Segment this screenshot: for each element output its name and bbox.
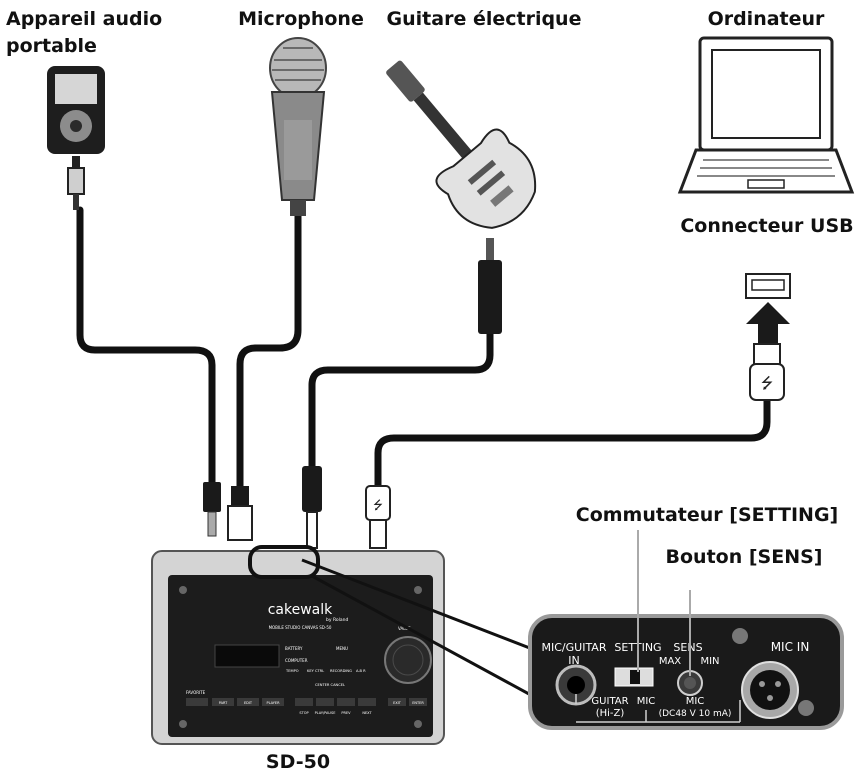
enter-button[interactable]	[409, 698, 427, 706]
favorite-button[interactable]	[186, 698, 208, 706]
microphone-icon	[269, 37, 327, 216]
brand-sub: by Roland	[326, 617, 348, 623]
input-area-highlight	[248, 545, 320, 579]
mode-button-row: TEMPO KEY CTRL RECORDING A-B R	[285, 669, 366, 673]
microphone-cable	[236, 212, 302, 490]
mic-in-label: MIC IN	[771, 640, 810, 654]
usb-cable	[374, 394, 771, 490]
screw	[414, 586, 422, 594]
mic-phantom-label: MIC	[686, 696, 705, 707]
lcd-display	[214, 644, 280, 668]
part-button-label: PART	[219, 701, 228, 705]
screw	[179, 586, 187, 594]
mode-button-key-ctrl[interactable]: KEY CTRL	[307, 669, 324, 673]
mic-guitar-in-label-2: IN	[568, 654, 579, 667]
laptop-icon	[677, 36, 855, 194]
screw	[414, 720, 422, 728]
mic-guitar-in-label-1: MIC/GUITAR	[542, 641, 607, 654]
labels: Appareil audio portable Microphone Guita…	[6, 8, 854, 773]
play-pause-label: PLAY/PAUSE	[315, 711, 336, 715]
phantom-label: (DC48 V 10 mA)	[659, 709, 732, 719]
edit-button[interactable]	[237, 698, 259, 706]
usb-connector-label: Connecteur USB	[680, 215, 853, 237]
max-label: MAX	[659, 656, 681, 667]
sd50-device: cakewalk by Roland MOBILE STUDIO CANVAS …	[151, 545, 445, 745]
enter-label: ENTER	[412, 701, 424, 705]
mode-button-tempo[interactable]: TEMPO	[285, 669, 299, 673]
computer-label: Ordinateur	[708, 8, 825, 30]
device-subtitle: MOBILE STUDIO CANVAS SD-50	[269, 625, 332, 630]
guitar-plug	[302, 466, 322, 549]
stereo-mini-plug	[203, 482, 221, 537]
prev-button[interactable]	[337, 698, 355, 706]
device-name-label: SD-50	[266, 751, 330, 773]
favorite-label: FAVORITE	[186, 690, 206, 695]
part-button[interactable]	[212, 698, 234, 706]
usb-plug-icon: ⭍	[749, 343, 785, 401]
usb-plug-device: ⭍	[365, 485, 391, 549]
exit-button[interactable]	[388, 698, 406, 706]
sens-label: SENS	[673, 641, 702, 654]
stop-button[interactable]	[295, 698, 313, 706]
play-pause-button[interactable]	[316, 698, 334, 706]
guitar-cable	[308, 330, 494, 470]
portable-audio-label-2: portable	[6, 35, 97, 57]
min-label: MIN	[700, 656, 719, 667]
sens-knob-label: Bouton [SENS]	[666, 546, 823, 568]
menu-label: MENU	[336, 646, 348, 651]
insert-arrow-icon	[746, 302, 790, 346]
hiz-label: (Hi-Z)	[596, 708, 625, 719]
value-dial[interactable]	[384, 636, 432, 684]
guitar-label: GUITAR	[591, 696, 628, 707]
mic-label: MIC	[637, 696, 656, 707]
screw	[798, 700, 814, 716]
indicator-battery: BATTERY	[285, 646, 303, 651]
value-label: VALUE	[398, 626, 411, 631]
audio-player-cable	[76, 206, 216, 486]
mode-button-ab-r[interactable]: A-B R	[356, 669, 366, 673]
electric-guitar-icon	[386, 60, 537, 229]
next-button[interactable]	[358, 698, 376, 706]
edit-button-label: EDIT	[244, 701, 253, 705]
next-label: NEXT	[362, 711, 372, 715]
prev-label: PREV	[341, 711, 351, 715]
signal-path-lines	[575, 694, 741, 723]
mode-button-recording[interactable]: RECORDING	[330, 669, 352, 673]
portable-audio-player-icon	[47, 66, 105, 210]
xlr-plug	[227, 486, 253, 541]
exit-label: EXIT	[393, 701, 402, 705]
electric-guitar-label: Guitare électrique	[387, 8, 582, 30]
indicator-computer: COMPUTER	[285, 658, 308, 663]
svg-text:⭍: ⭍	[761, 374, 774, 392]
player-button-label: PLAYER	[266, 701, 280, 705]
brand-logo: cakewalk	[268, 602, 333, 618]
svg-text:⭍: ⭍	[373, 498, 383, 512]
usb-port-icon	[745, 273, 791, 299]
player-button[interactable]	[262, 698, 284, 706]
guitar-jack-plug	[478, 238, 502, 334]
screw	[732, 628, 748, 644]
magnify-lines	[301, 558, 541, 702]
screw	[179, 720, 187, 728]
stop-label: STOP	[299, 711, 308, 715]
setting-switch-label: Commutateur [SETTING]	[576, 504, 838, 526]
input-panel-closeup: MIC/GUITAR IN SETTING SENS MAX MIN MIC I…	[528, 614, 844, 730]
portable-audio-label-1: Appareil audio	[6, 8, 162, 30]
microphone-label: Microphone	[238, 8, 364, 30]
center-cancel-label: CENTER CANCEL	[315, 683, 345, 687]
cables	[76, 206, 771, 490]
callout-lines	[637, 530, 691, 676]
